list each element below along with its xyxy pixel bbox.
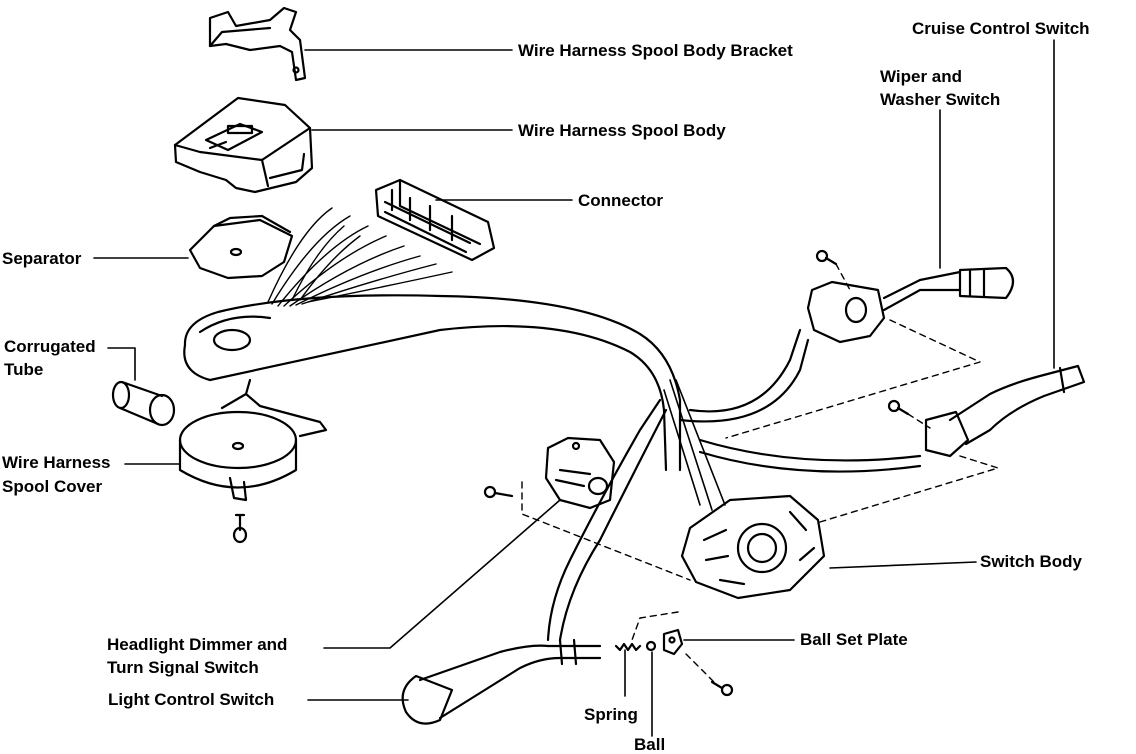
ball-set-plate-part xyxy=(662,628,684,656)
label-wiper-line1: Wiper and xyxy=(880,67,963,86)
spool-body-part xyxy=(173,96,314,194)
label-ball-set-plate: Ball Set Plate xyxy=(800,630,908,649)
wiper-wires xyxy=(678,328,810,423)
label-corrugated-tube-line2: Tube xyxy=(4,360,44,379)
label-ball: Ball xyxy=(634,735,666,754)
ball-part xyxy=(645,640,657,652)
separator-part xyxy=(188,214,294,280)
label-corrugated-tube-line1: Corrugated xyxy=(4,337,96,356)
spool-cover-screw xyxy=(232,513,248,544)
label-switch-body: Switch Body xyxy=(980,552,1083,571)
label-spring: Spring xyxy=(584,705,638,724)
label-separator: Separator xyxy=(2,249,82,268)
label-headlight-line1: Headlight Dimmer and xyxy=(107,635,288,654)
wiper-screw xyxy=(815,249,838,266)
harness-strip xyxy=(183,294,682,472)
wiper-switch-part xyxy=(806,266,1015,344)
label-spool-cover-line1: Wire Harness xyxy=(2,453,111,472)
cruise-switch-part xyxy=(924,364,1086,458)
dimmer-switch-part xyxy=(544,436,616,510)
connector-part xyxy=(374,178,496,262)
label-bracket: Wire Harness Spool Body Bracket xyxy=(518,41,793,60)
label-wiper-line2: Washer Switch xyxy=(880,90,1001,109)
cruise-screw xyxy=(887,399,910,416)
dimmer-screw xyxy=(483,485,514,499)
leader-lines xyxy=(93,39,1055,737)
stalk-cable xyxy=(546,398,668,642)
body-wires xyxy=(663,379,726,511)
label-spool-body: Wire Harness Spool Body xyxy=(518,121,726,140)
spring-part xyxy=(614,642,642,652)
label-connector: Connector xyxy=(578,191,663,210)
switch-body-part xyxy=(680,494,826,600)
cruise-wires xyxy=(698,438,922,473)
assembly-lines xyxy=(521,263,999,687)
light-control-stalk xyxy=(401,638,602,725)
label-light-control: Light Control Switch xyxy=(108,690,275,709)
label-headlight-line2: Turn Signal Switch xyxy=(107,658,259,677)
bracket-part xyxy=(208,6,307,82)
label-cruise-control: Cruise Control Switch xyxy=(912,19,1090,38)
wire-bundle xyxy=(267,207,453,307)
spool-cover-part xyxy=(178,378,328,502)
ball-plate-screw xyxy=(710,680,734,697)
corrugated-tube-part xyxy=(111,380,176,427)
label-spool-cover-line2: Spool Cover xyxy=(2,477,103,496)
